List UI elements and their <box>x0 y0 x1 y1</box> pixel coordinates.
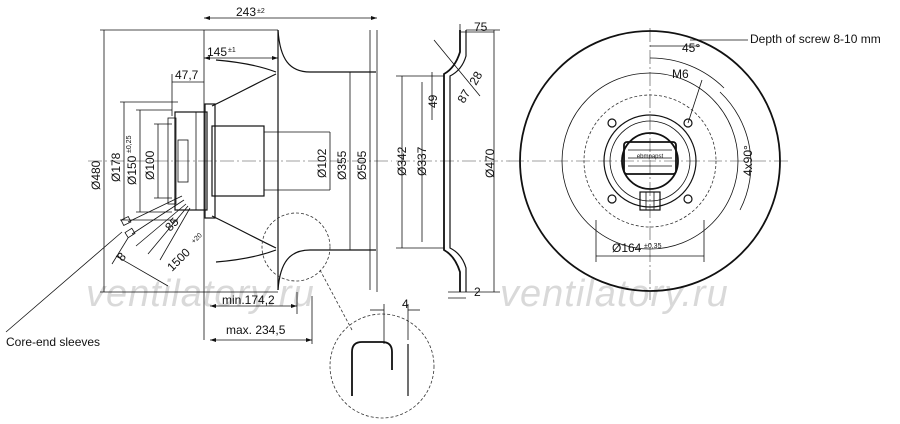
cable-dim-1500-tol: +20 <box>190 232 203 245</box>
watermark-right: ventilatory.ru <box>500 273 729 315</box>
section-dim-87: 87 <box>454 87 473 106</box>
angle-45: 45° <box>682 41 700 55</box>
side-view: 243 ±2 145 ±1 47,7 Ø480 Ø178 Ø150 ±0,25 … <box>5 5 435 419</box>
detail-dim-4: 4 <box>402 297 409 311</box>
section-view: 75 28 87 49 Ø342 Ø337 Ø470 2 <box>395 20 510 299</box>
thread-m6: M6 <box>672 67 689 81</box>
dim-dia-102: Ø102 <box>315 148 329 178</box>
dim-243: 243 <box>236 5 256 19</box>
holes-4x90: 4x90° <box>741 145 755 176</box>
dim-dia-100: Ø100 <box>143 150 157 180</box>
section-dia-470: Ø470 <box>483 148 497 178</box>
brand-label: ebmpapst <box>637 154 664 160</box>
dim-dia-480: Ø480 <box>89 160 103 190</box>
dim-dia-150-tol: ±0,25 <box>126 135 133 153</box>
section-dia-342: Ø342 <box>395 146 409 176</box>
section-dim-49: 49 <box>426 94 440 108</box>
section-dim-2: 2 <box>474 285 481 299</box>
dia-164-tol: ±0,35 <box>644 243 662 250</box>
dim-dia-150: Ø150 <box>125 155 139 185</box>
dim-145: 145 <box>207 45 227 59</box>
dim-47-7: 47,7 <box>175 68 199 82</box>
dim-243-tol: ±2 <box>257 8 265 15</box>
dim-dia-355: Ø355 <box>335 150 349 180</box>
front-view: ebmpapst 45° Depth of screw 8-10 mm M6 4… <box>510 28 881 300</box>
section-dim-28: 28 <box>466 69 485 88</box>
dim-dia-505: Ø505 <box>355 150 369 180</box>
cable-dim-1500: 1500 <box>164 245 193 274</box>
section-dia-337: Ø337 <box>415 146 429 176</box>
core-end-sleeves-note: Core-end sleeves <box>6 335 100 349</box>
dim-min-174: min.174,2 <box>222 293 275 307</box>
dim-max-234: max. 234,5 <box>226 323 286 337</box>
dia-164: Ø164 <box>612 241 642 255</box>
dim-dia-178: Ø178 <box>109 152 123 182</box>
watermark-left: ventilatory.ru <box>86 273 315 315</box>
section-dim-75: 75 <box>474 20 488 34</box>
depth-of-screw-note: Depth of screw 8-10 mm <box>750 32 881 46</box>
dim-145-tol: ±1 <box>228 47 236 54</box>
